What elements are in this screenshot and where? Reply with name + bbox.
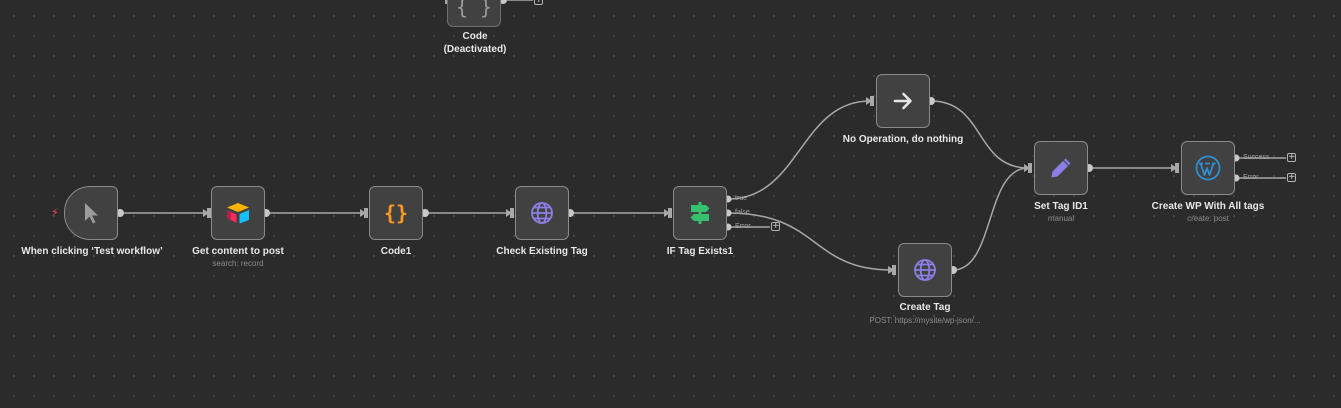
if-error-output-label: Error (735, 223, 751, 230)
node-title: Get content to post (192, 246, 284, 257)
edge-create-tag-to-set-tag[interactable] (952, 167, 1029, 271)
code-braces-icon: { } (455, 0, 493, 19)
code1-node[interactable]: {} (369, 186, 423, 240)
code-braces-icon: {} (383, 201, 409, 225)
no-operation-node[interactable] (876, 74, 930, 128)
add-node-plus-button[interactable]: + (534, 0, 543, 5)
node-title: IF Tag Exists1 (666, 246, 734, 257)
if-false-output-label: false (735, 209, 750, 216)
wp-error-output-label: Error (1243, 174, 1259, 181)
node-title: Check Existing Tag (496, 246, 588, 257)
node-title: No Operation, do nothing (842, 134, 964, 145)
set-tag-id-node[interactable] (1034, 141, 1088, 195)
node-subtitle: search: record (212, 259, 264, 268)
signpost-icon (690, 202, 710, 224)
globe-icon (914, 259, 936, 281)
wp-success-output-label: Success (1243, 154, 1270, 161)
wordpress-icon (1195, 155, 1221, 181)
edge-if-false-to-create-tag[interactable] (727, 212, 893, 271)
node-title: Set Tag ID1 (1034, 201, 1088, 212)
node-subtitle: manual (1047, 214, 1075, 223)
add-node-plus-button[interactable]: + (1287, 152, 1296, 162)
trigger-bolt-icon: ⚡ (51, 206, 59, 219)
if-true-output-label: true (735, 195, 748, 202)
node-title: Create Tag (899, 302, 951, 313)
edge-if-true-to-noop[interactable] (727, 100, 871, 200)
input-connectors (203, 0, 1179, 275)
node-title: Code (462, 31, 488, 42)
node-subtitle: create: post (1187, 214, 1229, 223)
trigger-node[interactable] (64, 186, 118, 240)
check-existing-tag-node[interactable] (515, 186, 569, 240)
pencil-icon (1051, 158, 1071, 178)
node-title: When clicking ‘Test workflow’ (21, 246, 163, 257)
code-deactivated-node[interactable]: { } (447, 0, 501, 27)
airtable-icon (227, 203, 249, 224)
get-content-node[interactable] (211, 186, 265, 240)
arrow-right-icon (893, 92, 912, 110)
create-wp-node[interactable] (1181, 141, 1235, 195)
node-title-deactivated: (Deactivated) (443, 44, 507, 55)
if-tag-exists-node[interactable] (673, 186, 727, 240)
globe-icon (531, 202, 553, 224)
create-tag-node[interactable] (898, 243, 952, 297)
add-node-plus-button[interactable]: + (771, 221, 780, 231)
edge-noop-to-set-tag[interactable] (930, 100, 1029, 169)
cursor-icon (85, 203, 98, 224)
add-node-plus-button[interactable]: + (1287, 172, 1296, 182)
node-subtitle: POST: https://mysite/wp-json/... (869, 316, 981, 325)
node-title: Code1 (380, 246, 412, 257)
node-title: Create WP With All tags (1151, 201, 1265, 212)
